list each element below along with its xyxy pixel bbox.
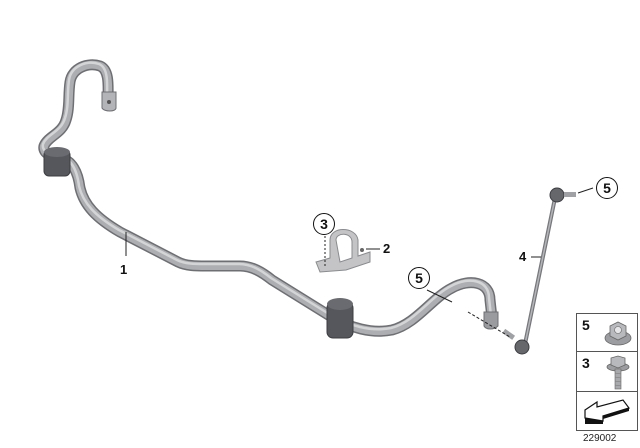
callout-5-bar: 5: [408, 267, 430, 289]
callout-4: 4: [519, 249, 527, 264]
leader-lines: [125, 187, 594, 338]
fastener-legend: 5 3: [576, 313, 638, 431]
callout-1: 1: [120, 262, 128, 277]
legend-item-bolt: 3: [577, 352, 637, 392]
legend-item-arrow: [577, 392, 637, 430]
legend-label: 5: [582, 317, 590, 333]
document-id: 229002: [583, 433, 617, 444]
hex-bolt-icon: [606, 355, 630, 390]
legend-label: 3: [582, 355, 590, 371]
callout-5-link: 5: [596, 177, 618, 199]
bushing-left: [43, 147, 71, 177]
direction-arrow-icon: [584, 399, 630, 424]
bracket: [315, 229, 371, 273]
stabilizer-bar: [38, 59, 499, 337]
bushing-right: [326, 298, 354, 339]
callout-2: 2: [383, 241, 391, 256]
stabilizer-link: [502, 187, 576, 355]
legend-item-nut: 5: [577, 314, 637, 352]
hex-flange-nut-icon: [604, 321, 632, 346]
callout-3: 3: [313, 213, 335, 235]
